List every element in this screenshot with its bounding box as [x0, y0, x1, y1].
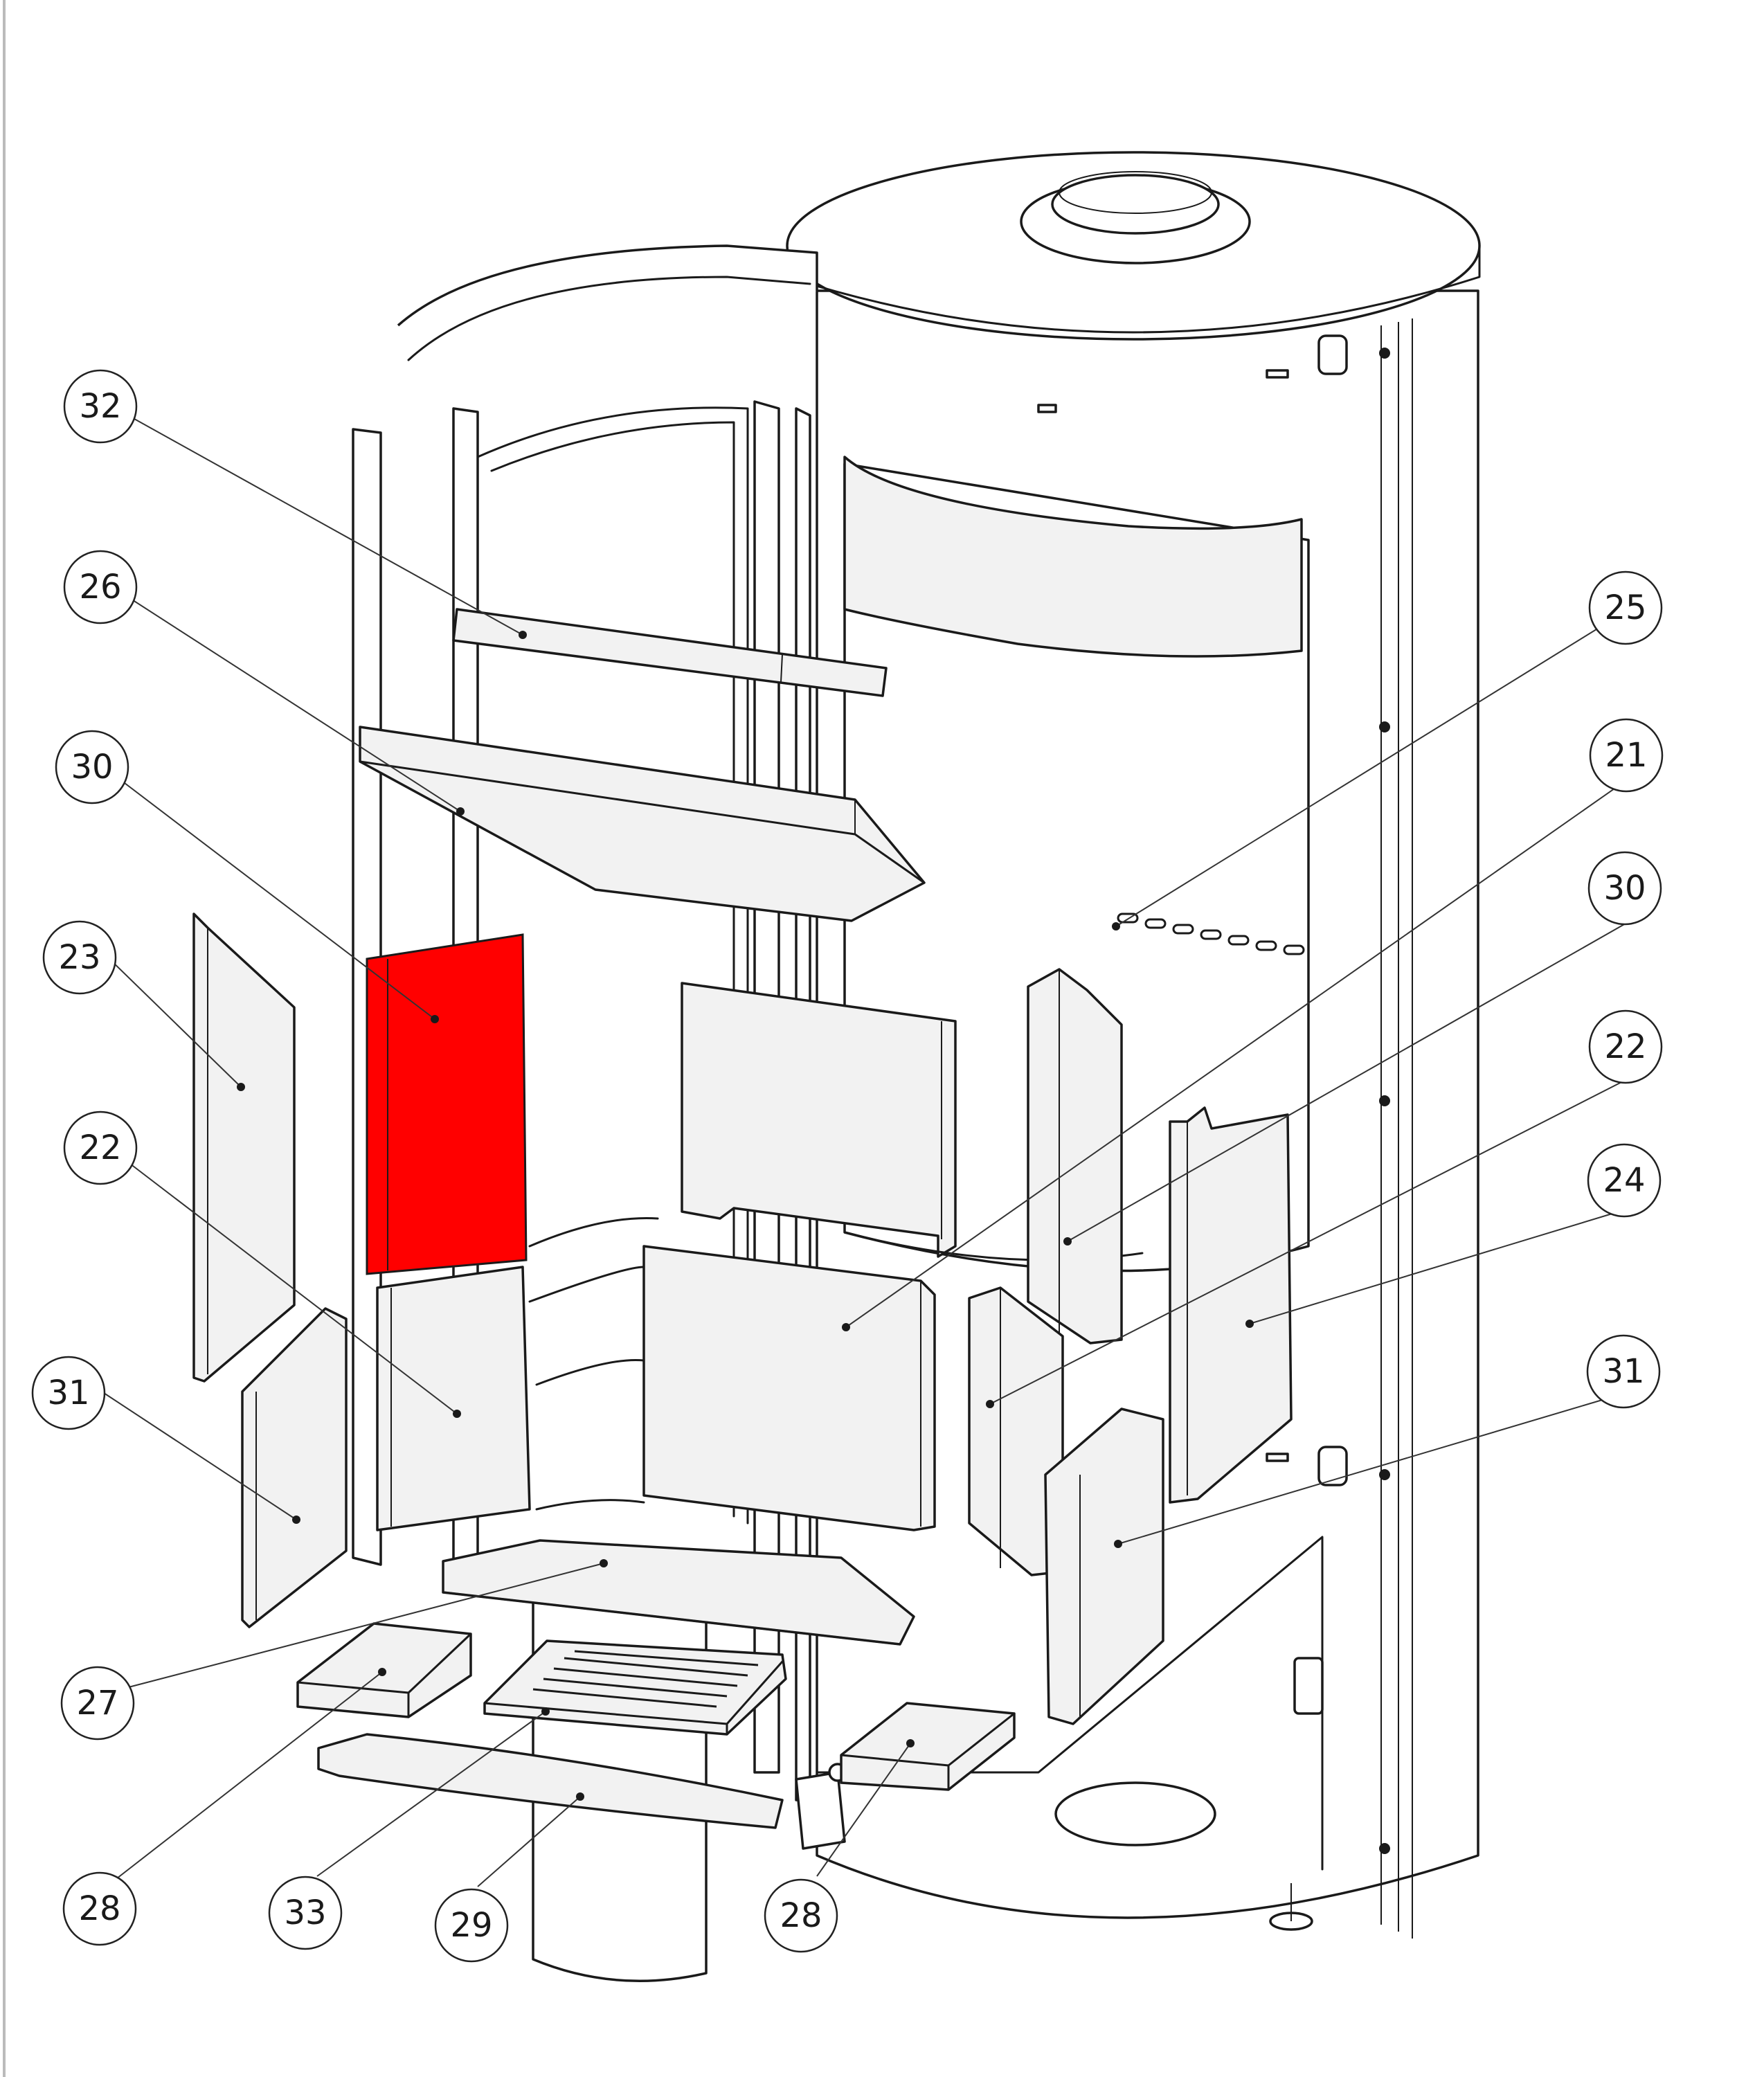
leader-dots — [237, 631, 1254, 1801]
callout-circle — [60, 1666, 135, 1741]
callout-label: 33 — [284, 1894, 326, 1932]
callout-circle — [1586, 1334, 1661, 1409]
callout-circle — [63, 550, 138, 624]
part-31-left-brick — [241, 1307, 348, 1628]
callouts: 32 26 30 23 22 31 27 28 33 29 28 25 21 30 22 24 31 — [31, 369, 1664, 1963]
part-28-right-block — [840, 1702, 1016, 1791]
leader-lines — [103, 404, 1631, 1887]
callout-circle — [42, 920, 117, 995]
screws — [1379, 348, 1390, 1854]
callout-label: 31 — [1602, 1352, 1644, 1391]
callout-c27-left: 27 — [60, 1666, 135, 1741]
callout-c28-bottom-left: 28 — [62, 1871, 137, 1946]
callout-circle — [1589, 718, 1664, 793]
callout-circle — [63, 1111, 138, 1185]
callout-c32-left: 32 — [63, 369, 138, 444]
callout-c21-right: 21 — [1589, 718, 1664, 793]
callout-circle — [63, 369, 138, 444]
callout-label: 22 — [1604, 1027, 1646, 1066]
callout-c22-left: 22 — [63, 1111, 138, 1185]
callout-label: 22 — [79, 1129, 121, 1167]
callout-c26-left: 26 — [63, 550, 138, 624]
part-30-right-brick — [1027, 968, 1123, 1345]
part-25-rear-brick — [681, 982, 957, 1258]
part-32-baffle-strip — [452, 608, 888, 697]
part-31-right-brick — [1044, 1408, 1164, 1725]
upper-arched-brick — [843, 456, 1303, 658]
part-24-side-panel — [1169, 1106, 1293, 1504]
part-33-grate — [483, 1639, 787, 1736]
callout-label: 28 — [78, 1889, 120, 1928]
part-23-side-panel — [192, 912, 296, 1383]
part-22-left-brick — [376, 1266, 531, 1531]
door-latch — [1293, 1657, 1324, 1715]
callout-label: 31 — [47, 1374, 89, 1412]
callout-c30-right: 30 — [1587, 851, 1662, 926]
callout-circle — [764, 1878, 838, 1953]
callout-circle — [1587, 851, 1662, 926]
callout-c33-bottom: 33 — [268, 1876, 343, 1950]
callout-circle — [1588, 1009, 1663, 1084]
callout-c22-right: 22 — [1588, 1009, 1663, 1084]
callout-circle — [55, 730, 129, 804]
part-30-highlighted-brick — [366, 933, 528, 1275]
callout-label: 30 — [71, 748, 113, 786]
part-21-rear-lower-brick — [642, 1245, 936, 1531]
base-air-opening — [1054, 1781, 1216, 1846]
callout-label: 30 — [1603, 869, 1646, 908]
callout-circle — [62, 1871, 137, 1946]
callout-c23-left: 23 — [42, 920, 117, 995]
lower-hinge — [1317, 1446, 1348, 1486]
callout-label: 28 — [780, 1896, 822, 1935]
upper-hinge — [1317, 334, 1348, 375]
callout-label: 29 — [450, 1906, 492, 1945]
callout-circle — [31, 1356, 106, 1430]
callout-label: 27 — [76, 1684, 118, 1723]
callout-circle — [434, 1888, 509, 1963]
callout-c29-bottom: 29 — [434, 1888, 509, 1963]
part-29-ash-lip — [317, 1733, 784, 1829]
callout-label: 24 — [1603, 1161, 1645, 1200]
callout-c28-bottom-right: 28 — [764, 1878, 838, 1953]
callout-label: 21 — [1605, 736, 1647, 775]
callout-label: 23 — [58, 938, 100, 977]
callout-label: 25 — [1604, 588, 1646, 627]
air-slot-row — [1117, 912, 1305, 955]
callout-c25-right: 25 — [1588, 570, 1663, 645]
callout-circle — [1588, 570, 1663, 645]
callout-c30-left: 30 — [55, 730, 129, 804]
callout-c31-right: 31 — [1586, 1334, 1661, 1409]
callout-c24-right: 24 — [1587, 1143, 1662, 1218]
callout-label: 32 — [79, 387, 121, 426]
callout-c31-left: 31 — [31, 1356, 106, 1430]
callout-circle — [1587, 1143, 1662, 1218]
callout-label: 26 — [79, 568, 121, 606]
callout-circle — [268, 1876, 343, 1950]
